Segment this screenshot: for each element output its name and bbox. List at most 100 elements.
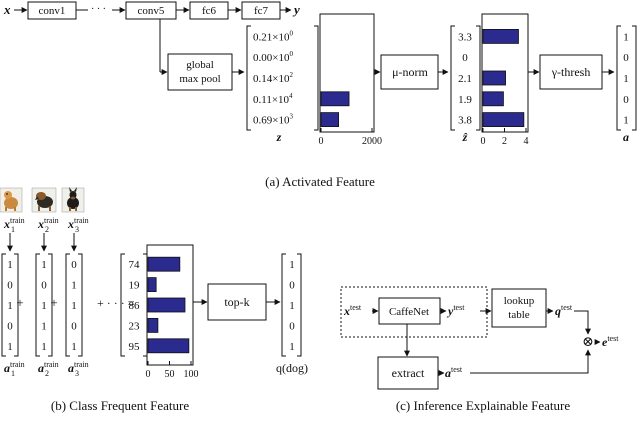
zhat-value: 3.3: [458, 31, 472, 43]
z-value: 0.11×104: [253, 92, 293, 106]
a-value: 0: [623, 94, 629, 106]
z-label: z: [276, 130, 282, 144]
vector-entry: 0: [71, 259, 77, 271]
vector-entry: 1: [41, 320, 47, 332]
x-tick-label: 2: [502, 136, 507, 147]
x-tick-label: 0: [319, 136, 324, 147]
vector-entry: 1: [71, 300, 77, 312]
x-train-label: xtrain: [3, 216, 25, 231]
q-value: 1: [289, 341, 295, 353]
bar: [482, 112, 525, 127]
sum-left-bracket: [120, 253, 125, 357]
a-right-bracket: [632, 25, 637, 131]
ellipsis-equals: + · · · =: [97, 296, 135, 310]
dog-image-2: [31, 187, 57, 213]
plus-2: +: [50, 295, 57, 310]
x-test-label: xtest: [343, 303, 362, 318]
z-value: 0.00×100: [253, 50, 293, 64]
vector-right-bracket: [14, 253, 19, 357]
x-tick-label: 2000: [362, 136, 382, 147]
fc6-label: fc6: [202, 5, 217, 17]
gamma-thresh-box: [539, 54, 603, 90]
z-bar-chart: 0 2000: [319, 91, 382, 147]
x-tick-label: 50: [165, 369, 175, 380]
mu-norm-label: μ-norm: [392, 65, 428, 79]
pool-line2: max pool: [179, 73, 220, 85]
caffenet-label: CaffeNet: [389, 306, 429, 318]
dotted-group: [340, 286, 488, 338]
train-arrows: [7, 233, 77, 252]
vector-entry: 1: [71, 341, 77, 353]
top-k-label: top-k: [224, 295, 249, 309]
bar: [482, 28, 519, 44]
zhat-right-bracket: [476, 25, 481, 131]
sum-value: 86: [129, 300, 141, 312]
x-train-label: xtrain: [37, 216, 59, 231]
a-train-label-sub: 1: [11, 369, 15, 378]
q-test: qtest: [555, 303, 573, 318]
x-tick-label: 0: [481, 136, 486, 147]
x-train-label: xtrain: [67, 216, 89, 231]
vector-entry: 1: [71, 280, 77, 292]
bar: [320, 91, 350, 107]
a-train-label: atrain: [4, 360, 25, 375]
a-test-label: atest: [445, 365, 463, 380]
vector-entry: 1: [7, 341, 13, 353]
vector-entry: 1: [41, 341, 47, 353]
caffenet-box: [378, 297, 441, 325]
lookup-line1: lookup: [504, 295, 535, 307]
q-value: 0: [289, 280, 295, 292]
plus-1: +: [16, 295, 23, 310]
zhat-value: 3.8: [458, 115, 472, 127]
gamma-thresh-label: γ-thresh: [551, 65, 591, 79]
x-train-label-sub: 1: [11, 225, 15, 234]
y-test-label: ytest: [446, 303, 465, 318]
vector-entry: 0: [41, 280, 47, 292]
q-test-label: qtest: [555, 303, 573, 318]
zhat-label: ẑ: [462, 130, 468, 144]
conv1-label: conv1: [39, 5, 66, 17]
top-k-box: [207, 283, 267, 321]
z-right-bracket: [314, 25, 319, 131]
z-value: 0.14×102: [253, 71, 293, 85]
vector-entry: 1: [7, 259, 13, 271]
caption-a: (a) Activated Feature: [265, 174, 375, 189]
a-value: 0: [623, 52, 629, 64]
a-train-label-sub: 2: [45, 369, 49, 378]
vector-entry: 0: [7, 320, 13, 332]
a-value: 1: [623, 31, 629, 43]
global-max-pool-box: [167, 53, 233, 91]
z-value: 0.21×100: [253, 29, 293, 43]
a-train-label: atrain: [68, 360, 89, 375]
output-y-label: y: [292, 2, 300, 17]
q-value: 0: [289, 320, 295, 332]
pool-line1: global: [186, 59, 214, 71]
x-train-label-sub: 3: [75, 225, 79, 234]
dog-image-1: [0, 187, 23, 213]
vector-left-bracket: [1, 253, 6, 357]
bar: [147, 277, 157, 293]
sum-bar-chart: 0 50 100: [146, 256, 199, 380]
vector-entry: 0: [7, 280, 13, 292]
vector-entry: 0: [71, 320, 77, 332]
a-left-bracket: [616, 25, 621, 131]
x-tick-label: 0: [146, 369, 151, 380]
x-tick-label: 100: [184, 369, 199, 380]
a-value: 1: [623, 115, 629, 127]
bar: [482, 70, 506, 86]
mu-norm-box: [380, 54, 439, 90]
a-test: atest: [445, 365, 463, 380]
sum-value: 23: [129, 320, 141, 332]
vector-entry: 1: [7, 300, 13, 312]
z-left-bracket: [246, 25, 251, 131]
caption-b: (b) Class Frequent Feature: [51, 398, 190, 413]
zhat-value: 1.9: [458, 94, 472, 106]
q-value: 1: [289, 300, 295, 312]
vector-left-bracket: [65, 253, 70, 357]
y-test: ytest: [446, 303, 465, 318]
